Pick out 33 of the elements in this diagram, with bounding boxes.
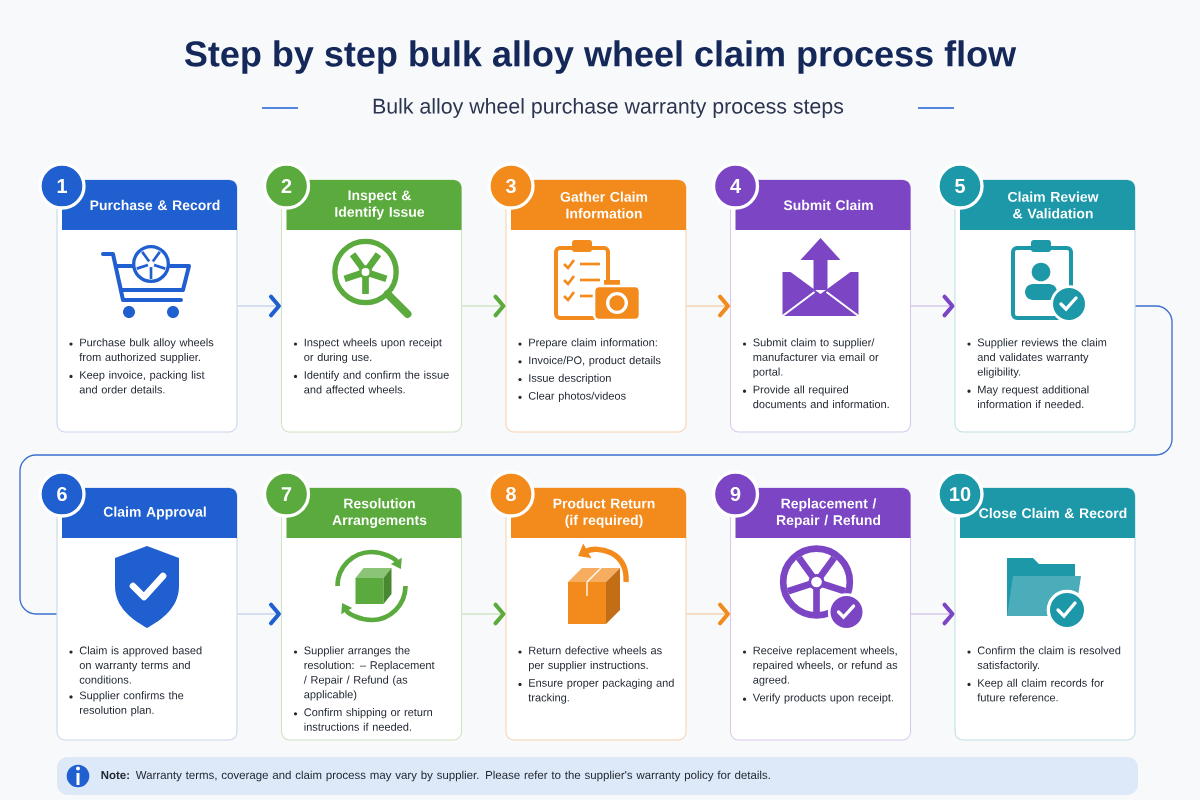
bullet-text: Receive replacement wheels, repaired wheels, or refund as agreed. bbox=[742, 646, 898, 686]
bullet-text: Identify and confirm the issue and affected wheels. bbox=[293, 370, 449, 394]
bullet-text: Invoice/PO, product details bbox=[518, 356, 661, 367]
bullet-text: Supplier reviews the claim and validates warranty eligibility. bbox=[967, 338, 1107, 378]
arrow bbox=[236, 294, 281, 318]
arrow bbox=[236, 602, 281, 626]
title: Step by step bulk alloy wheel claim process flow bbox=[184, 40, 1017, 74]
arrow bbox=[910, 294, 955, 318]
arrow bbox=[461, 602, 506, 626]
bullet-text: Prepare claim information: bbox=[518, 338, 657, 349]
arrow bbox=[685, 602, 730, 626]
arrow bbox=[461, 294, 506, 318]
arrow bbox=[685, 294, 730, 318]
bullet-text: Submit claim to supplier/ manufacturer via email or portal. bbox=[742, 338, 879, 378]
bullet-text: Return defective wheels as per supplier instructions. bbox=[518, 646, 662, 672]
bullet-text: Ensure proper packaging and tracking. bbox=[518, 678, 674, 704]
bullet-text: Inspect wheels upon receipt or during use. bbox=[293, 338, 442, 364]
bullet-text: Provide all required documents and information. bbox=[742, 385, 889, 409]
bullet-text: May request additional information if needed. bbox=[967, 385, 1089, 409]
bullet-text: Confirm shipping or return instructions if needed. bbox=[293, 708, 432, 731]
bullet-text: Supplier confirms the resolution plan. bbox=[69, 691, 184, 717]
note-banner: Note: Warranty terms, coverage and claim process may vary by supplier. Please refer to the supplier's warranty policy for details. bbox=[57, 757, 1138, 795]
bullet-text: Claim is approved based on warranty terms and conditions. bbox=[69, 646, 202, 684]
subtitle: Bulk alloy wheel purchase warranty process steps bbox=[373, 98, 844, 118]
bullet-text: Confirm the claim is resolved satisfactorily. bbox=[967, 646, 1121, 672]
bullet-text: Issue description bbox=[518, 373, 611, 385]
bullet-text: Keep invoice, packing list and order details. bbox=[69, 370, 205, 394]
bullet-text: Keep all claim records for future reference. bbox=[967, 678, 1104, 702]
bullet-text: Verify products upon receipt. bbox=[742, 693, 893, 704]
bullet-text: Supplier arranges the resolution: – Replacement / Repair / Refund (as applicable) bbox=[293, 646, 435, 701]
bullet-text: Purchase bulk alloy wheels from authorized supplier. bbox=[69, 338, 214, 364]
bullet-text: Clear photos/videos bbox=[518, 391, 626, 402]
arrow bbox=[910, 602, 955, 626]
